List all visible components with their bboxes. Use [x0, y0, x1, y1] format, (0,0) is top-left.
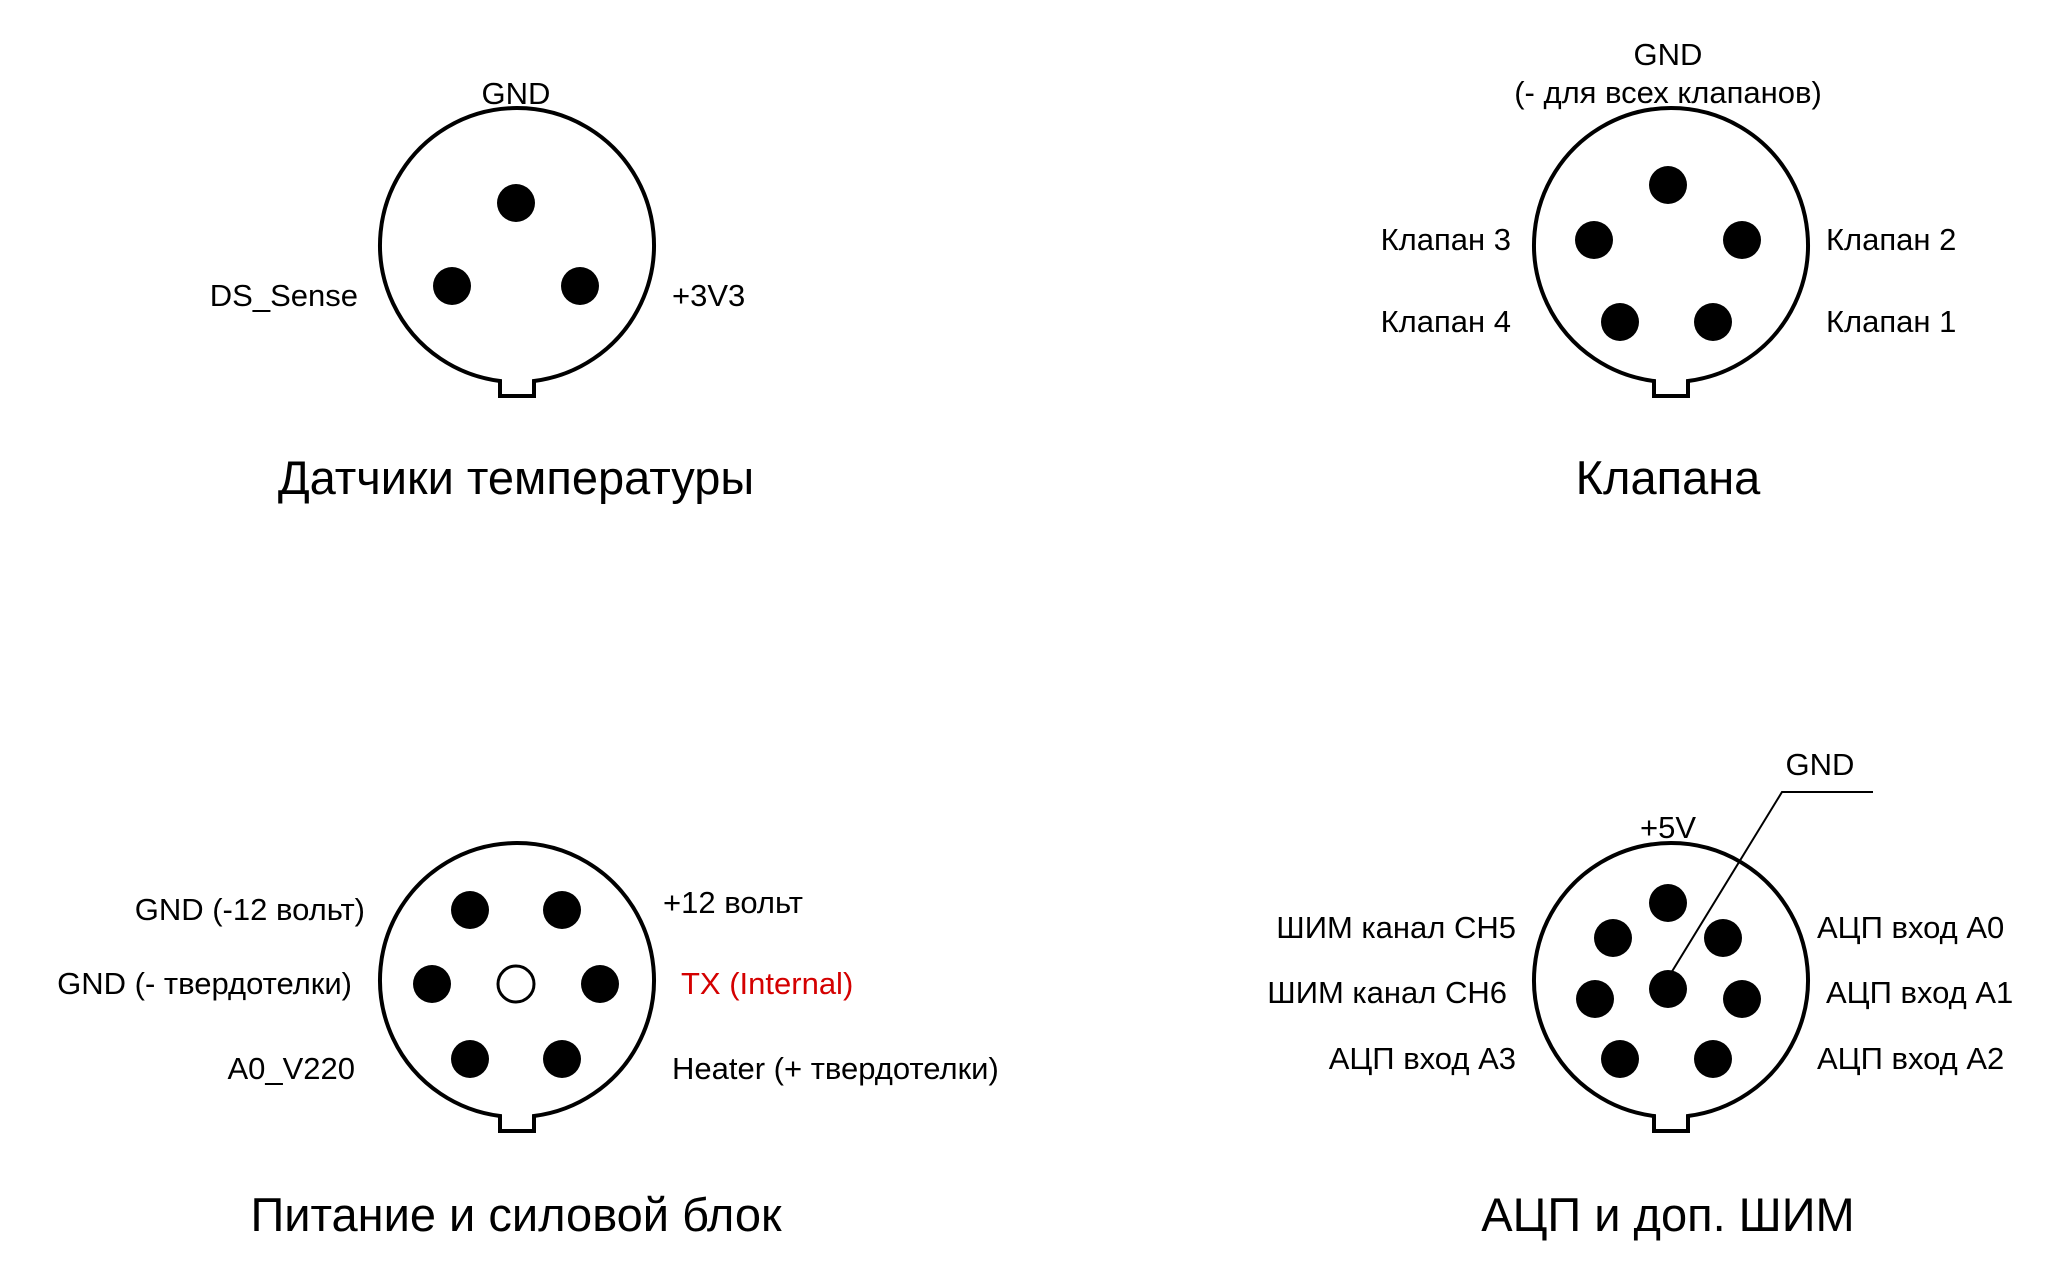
connector-title: Питание и силовой блок: [250, 1188, 782, 1241]
connector-title: Датчики температуры: [278, 451, 754, 504]
label-tx-internal: TX (Internal): [681, 966, 853, 1001]
label-adc-a2: АЦП вход A2: [1817, 1041, 2004, 1076]
label-pwm-ch5: ШИМ канал CH5: [1276, 910, 1516, 945]
label-heater: Heater (+ твердотелки): [672, 1051, 999, 1086]
connector-title: АЦП и доп. ШИМ: [1481, 1188, 1854, 1241]
pin-adc-a1: [1723, 980, 1761, 1018]
label-gnd-note: (- для всех клапанов): [1514, 75, 1822, 110]
label-gnd-ssr: GND (- твердотелки): [57, 966, 352, 1001]
label-valve-3: Клапан 3: [1381, 222, 1511, 257]
label-pwm-ch6: ШИМ канал CH6: [1267, 975, 1507, 1010]
pin-gnd: [497, 184, 535, 222]
pin-3v3: [561, 267, 599, 305]
label-valve-2: Клапан 2: [1826, 222, 1956, 257]
connector-title: Клапана: [1576, 451, 1761, 504]
label-a0-v220: A0_V220: [227, 1051, 355, 1086]
label-adc-a3: АЦП вход A3: [1329, 1041, 1516, 1076]
label-adc-a0: АЦП вход A0: [1817, 910, 2004, 945]
pin-plus-12v: [543, 891, 581, 929]
label-valve-1: Клапан 1: [1826, 304, 1956, 339]
label-ds-sense: DS_Sense: [210, 278, 358, 313]
temperature-sensor-connector: GND DS_Sense +3V3 Датчики температуры: [210, 76, 754, 504]
pin-valve-2: [1723, 221, 1761, 259]
label-gnd: GND: [482, 76, 551, 111]
label-valve-4: Клапан 4: [1381, 304, 1511, 339]
pin-heater: [543, 1040, 581, 1078]
gnd-leader-line: [1667, 791, 1873, 979]
valves-connector: GND (- для всех клапанов) Клапан 3 Клапа…: [1381, 37, 1957, 504]
connector-body: [378, 106, 656, 398]
pin-gnd-ssr: [413, 965, 451, 1003]
pin-tx-internal: [581, 965, 619, 1003]
label-adc-a1: АЦП вход A1: [1826, 975, 2013, 1010]
pin-gnd: [1649, 166, 1687, 204]
label-plus-12v: +12 вольт: [663, 885, 803, 920]
pin-valve-1: [1694, 303, 1732, 341]
label-5v: +5V: [1640, 810, 1696, 845]
label-gnd-12v: GND (-12 вольт): [135, 892, 365, 927]
label-gnd: GND: [1786, 747, 1855, 782]
power-connector: GND (-12 вольт) +12 вольт GND (- твердот…: [57, 841, 999, 1241]
pin-center-empty: [496, 964, 536, 1004]
pin-a0-v220: [451, 1040, 489, 1078]
pin-5v: [1649, 884, 1687, 922]
pin-pwm-ch5: [1594, 919, 1632, 957]
pin-valve-4: [1601, 303, 1639, 341]
pin-adc-a3: [1601, 1040, 1639, 1078]
label-3v3: +3V3: [672, 278, 745, 313]
pin-valve-3: [1575, 221, 1613, 259]
adc-pwm-connector: GND +5V ШИМ канал CH5 АЦП вход A0 ШИМ ка…: [1267, 747, 2013, 1241]
pin-pwm-ch6: [1576, 980, 1614, 1018]
pin-adc-a2: [1694, 1040, 1732, 1078]
pin-ds-sense: [433, 267, 471, 305]
connector-body: [1532, 106, 1810, 398]
pin-gnd: [1649, 970, 1687, 1008]
label-gnd: GND: [1634, 37, 1703, 72]
pin-adc-a0: [1704, 919, 1742, 957]
pin-gnd-12v: [451, 891, 489, 929]
